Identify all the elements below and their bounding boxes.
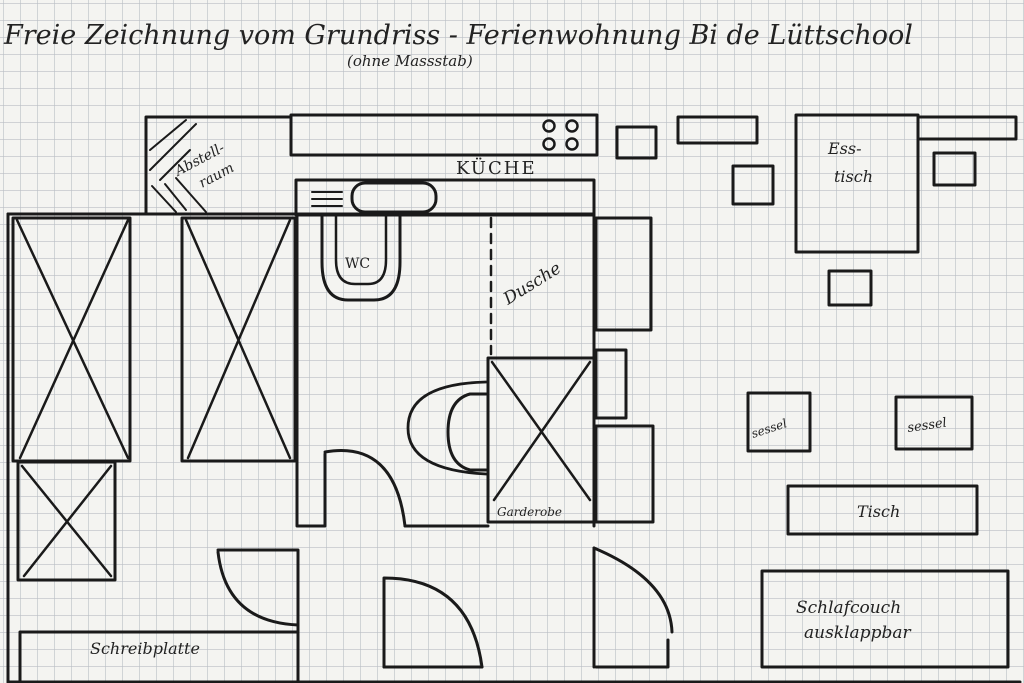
label-schlafcouch-1: Schlafcouch (796, 598, 901, 618)
wc-bowl (320, 214, 402, 302)
kitchen-counter (289, 113, 599, 157)
chair-2 (676, 115, 759, 145)
label-esstisch-2: tisch (834, 167, 873, 186)
esstisch-table (794, 113, 920, 254)
sink (350, 181, 438, 214)
hallway-wall (216, 548, 300, 669)
label-schlafcouch-2: ausklappbar (804, 623, 911, 643)
page-title: Freie Zeichnung vom Grundriss - Ferienwo… (3, 20, 913, 51)
abstellraum-hatch (149, 119, 207, 213)
label-tisch: Tisch (857, 502, 900, 521)
label-kueche: KÜCHE (456, 156, 537, 179)
bath-washbasin (446, 392, 488, 472)
label-schreibplatte: Schreibplatte (90, 639, 200, 658)
top-right-wall (918, 115, 1018, 141)
label-esstisch-1: Ess- (827, 139, 862, 158)
sessel-right (894, 395, 974, 451)
garderobe-cabinet (486, 356, 596, 524)
bath-door-arc (406, 380, 488, 476)
stove-burners (542, 119, 579, 151)
hallway-door-arc-left (216, 550, 300, 627)
closet-middle (180, 216, 297, 463)
hallway-door (382, 576, 484, 669)
chair-3 (731, 164, 775, 206)
drain-board (311, 191, 343, 207)
cabinet-unit-3 (594, 424, 655, 524)
schlafcouch (760, 569, 1010, 669)
living-table (786, 484, 979, 536)
cabinet-unit-2 (594, 348, 628, 420)
chair-4 (827, 269, 873, 307)
abstellraum-wall (144, 115, 293, 216)
label-garderobe: Garderobe (497, 505, 562, 519)
sessel-left (746, 391, 812, 453)
bathroom-wall (295, 213, 490, 528)
chair-5 (932, 151, 977, 187)
bathroom-door-arc (323, 449, 407, 528)
chair-1 (615, 125, 658, 160)
label-sessel-right: sessel (906, 416, 947, 436)
closet-bottom-left (16, 460, 117, 582)
cabinet-unit-1 (594, 216, 653, 332)
page-subtitle: (ohne Massstab) (347, 52, 473, 70)
label-wc: WC (345, 256, 370, 272)
